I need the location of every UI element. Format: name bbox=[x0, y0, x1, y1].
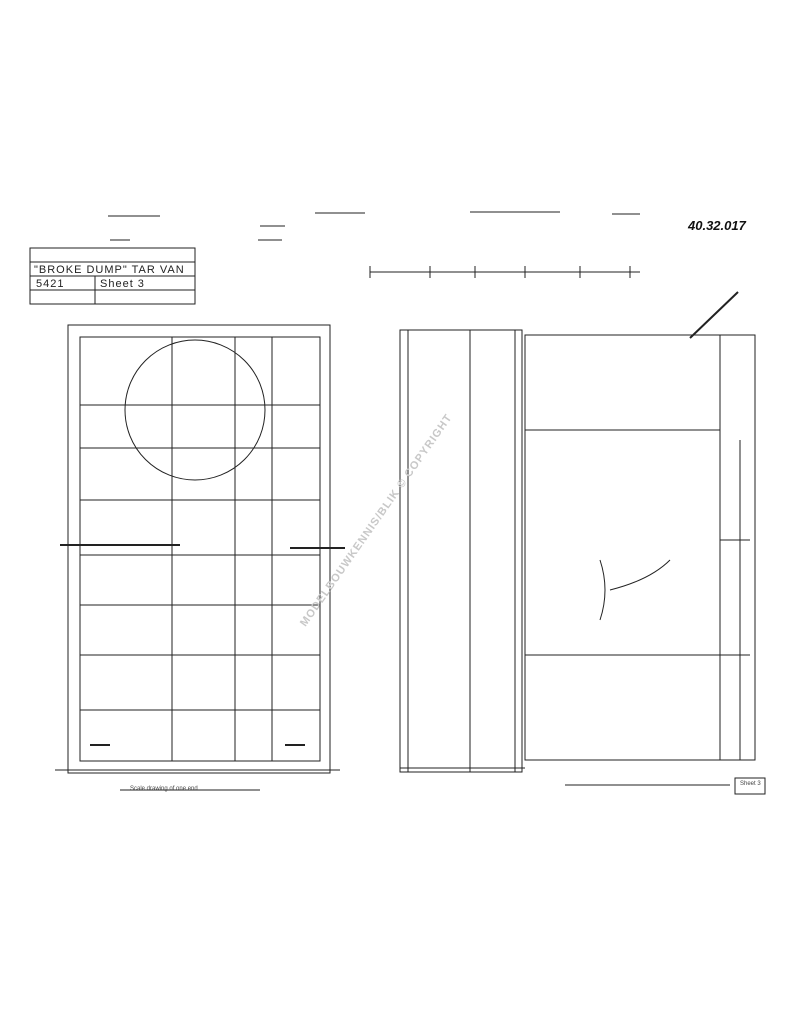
section-outline bbox=[399, 329, 523, 773]
footer-caption: Scale drawing of one end bbox=[130, 786, 198, 792]
right-side-lever bbox=[689, 291, 739, 339]
footer-sheet: Sheet 3 bbox=[740, 781, 761, 787]
drawing-number: 5421 bbox=[36, 278, 65, 290]
drawing-sheet-label: Sheet 3 bbox=[100, 278, 145, 290]
left-end-inner bbox=[79, 336, 321, 762]
right-side-outline bbox=[524, 334, 756, 761]
footer-sheet-box bbox=[734, 777, 766, 795]
section-wall bbox=[469, 329, 516, 773]
right-side-brake-gear bbox=[599, 559, 671, 621]
left-end-lamp-circle bbox=[124, 339, 266, 481]
drawing-reference: 40.32.017 bbox=[688, 218, 746, 233]
drawing-title: "BROKE DUMP" TAR VAN bbox=[34, 264, 185, 276]
